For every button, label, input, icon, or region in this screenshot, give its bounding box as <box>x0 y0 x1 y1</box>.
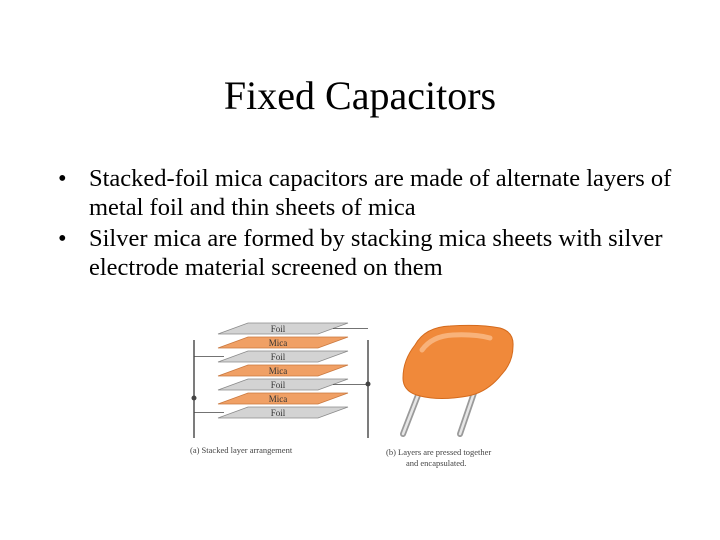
layer-label: Foil <box>271 380 286 390</box>
caption-b-line1: (b) Layers are pressed together <box>386 447 491 457</box>
caption-a: (a) Stacked layer arrangement <box>190 445 293 455</box>
layer-label: Foil <box>271 324 286 334</box>
left-junction-dot <box>191 395 197 401</box>
mica-layer <box>217 364 349 377</box>
right-junction-dot <box>365 381 371 387</box>
foil-layer <box>217 378 349 391</box>
capacitor-highlight <box>419 332 493 353</box>
encapsulated-capacitor: (b) Layers are pressed together and enca… <box>386 324 514 468</box>
bullet-list: • Stacked-foil mica capacitors are made … <box>58 164 698 284</box>
bullet-text: Silver mica are formed by stacking mica … <box>89 225 663 281</box>
layer-label: Mica <box>269 366 288 376</box>
layer-label: Foil <box>271 352 286 362</box>
bullet-item: • Stacked-foil mica capacitors are made … <box>58 164 698 222</box>
caption-b-line2: and encapsulated. <box>406 458 466 468</box>
layer-label: Mica <box>269 338 288 348</box>
bullet-marker: • <box>58 165 67 192</box>
slide-title: Fixed Capacitors <box>223 73 497 118</box>
foil-layer <box>217 322 349 335</box>
bullet-marker: • <box>58 225 67 252</box>
foil-layer <box>217 350 349 363</box>
mica-layer <box>217 336 349 349</box>
bullet-text: Stacked-foil mica capacitors are made of… <box>89 165 672 221</box>
capacitor-lead-right-highlight <box>458 388 477 436</box>
layer-label: Mica <box>269 394 288 404</box>
bullet-item: • Silver mica are formed by stacking mic… <box>58 224 698 282</box>
capacitor-lead-left-highlight <box>401 388 422 436</box>
layer-label: Foil <box>271 408 286 418</box>
mica-layer <box>217 392 349 405</box>
foil-layer <box>217 406 349 419</box>
